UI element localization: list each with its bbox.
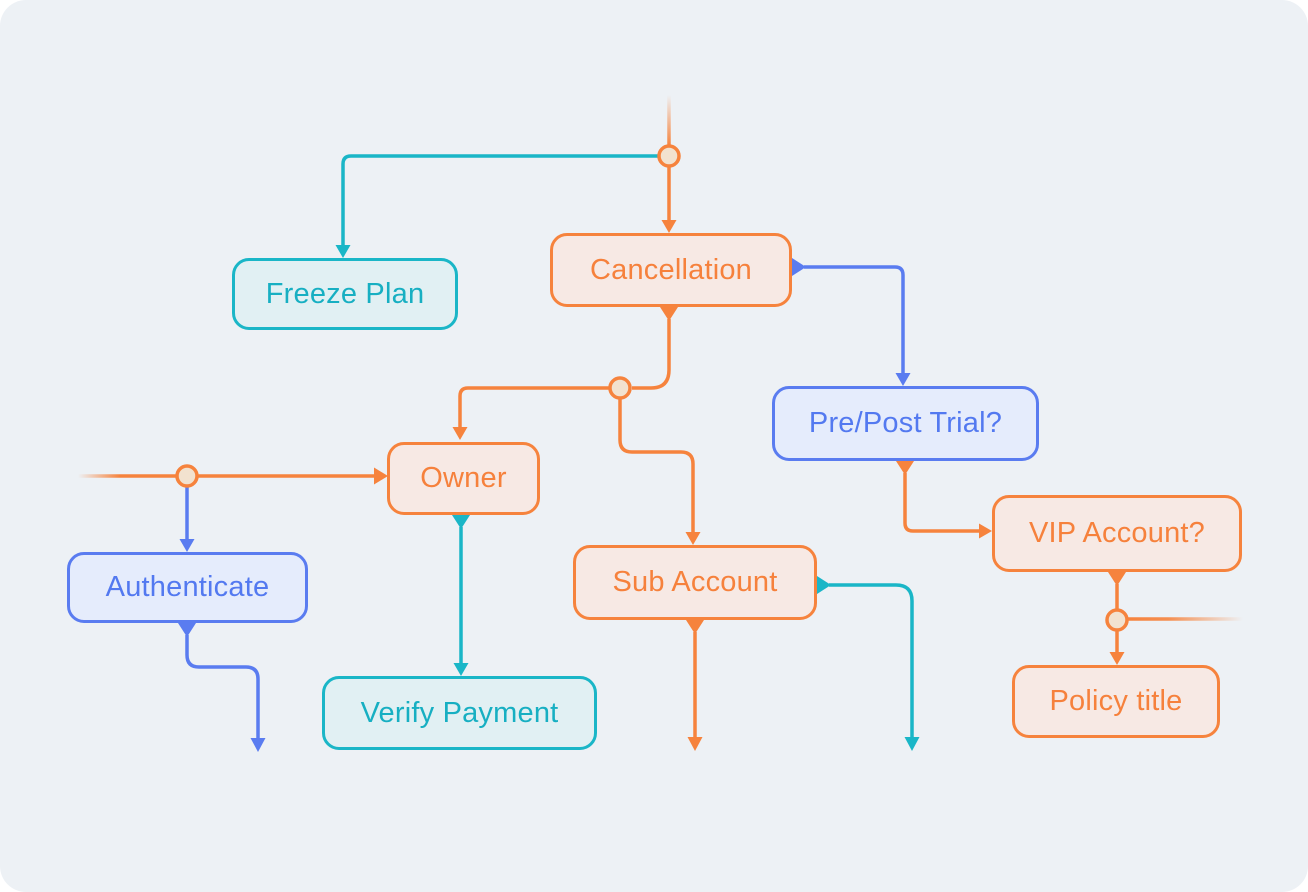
edge-junction-center-to-owner xyxy=(452,386,609,440)
edge-junction-left-to-authenticate xyxy=(179,487,195,552)
edge-junction-to-cancellation xyxy=(661,167,677,233)
edge-sub-account-to-open-end-down xyxy=(686,620,704,751)
edge-junction-to-freeze-plan xyxy=(335,154,658,258)
node-label: Pre/Post Trial? xyxy=(808,407,1003,439)
edge-pre-post-trial-to-vip-account xyxy=(896,461,992,539)
edge-authenticate-to-open-end xyxy=(178,623,266,752)
node-freeze-plan[interactable]: Freeze Plan xyxy=(232,258,458,330)
node-label: Cancellation xyxy=(590,253,752,286)
junction-dot-vip[interactable] xyxy=(1105,608,1129,632)
edge-owner-to-verify-payment xyxy=(452,515,470,676)
node-label: Sub Account xyxy=(612,566,778,598)
junction-dot-center[interactable] xyxy=(608,376,632,400)
node-verify-payment[interactable]: Verify Payment xyxy=(322,676,597,750)
node-cancellation[interactable]: Cancellation xyxy=(550,233,792,307)
node-label: Freeze Plan xyxy=(265,277,425,310)
edge-junction-center-to-sub-account xyxy=(618,399,701,545)
edge-vip-account-to-junction xyxy=(1108,572,1126,609)
edge-junction-vip-to-policy-title xyxy=(1109,631,1125,665)
node-policy-title[interactable]: Policy title xyxy=(1012,665,1220,738)
node-label: Verify Payment xyxy=(360,696,559,729)
node-label: Policy title xyxy=(1049,685,1183,717)
junction-dot-left[interactable] xyxy=(175,464,199,488)
node-authenticate[interactable]: Authenticate xyxy=(67,552,308,623)
node-label: Authenticate xyxy=(105,571,270,603)
node-owner[interactable]: Owner xyxy=(387,442,540,515)
edge-cancellation-to-junction-center xyxy=(632,307,678,390)
node-pre-post-trial[interactable]: Pre/Post Trial? xyxy=(772,386,1039,461)
node-label: Owner xyxy=(420,462,507,494)
edge-cancellation-to-pre-post-trial xyxy=(792,258,911,386)
node-vip-account[interactable]: VIP Account? xyxy=(992,495,1242,572)
edge-sub-account-to-open-end-right xyxy=(817,576,920,751)
node-label: VIP Account? xyxy=(1029,517,1205,549)
edge-junction-left-to-owner xyxy=(198,467,388,485)
node-sub-account[interactable]: Sub Account xyxy=(573,545,817,620)
junction-dot-top[interactable] xyxy=(657,144,681,168)
